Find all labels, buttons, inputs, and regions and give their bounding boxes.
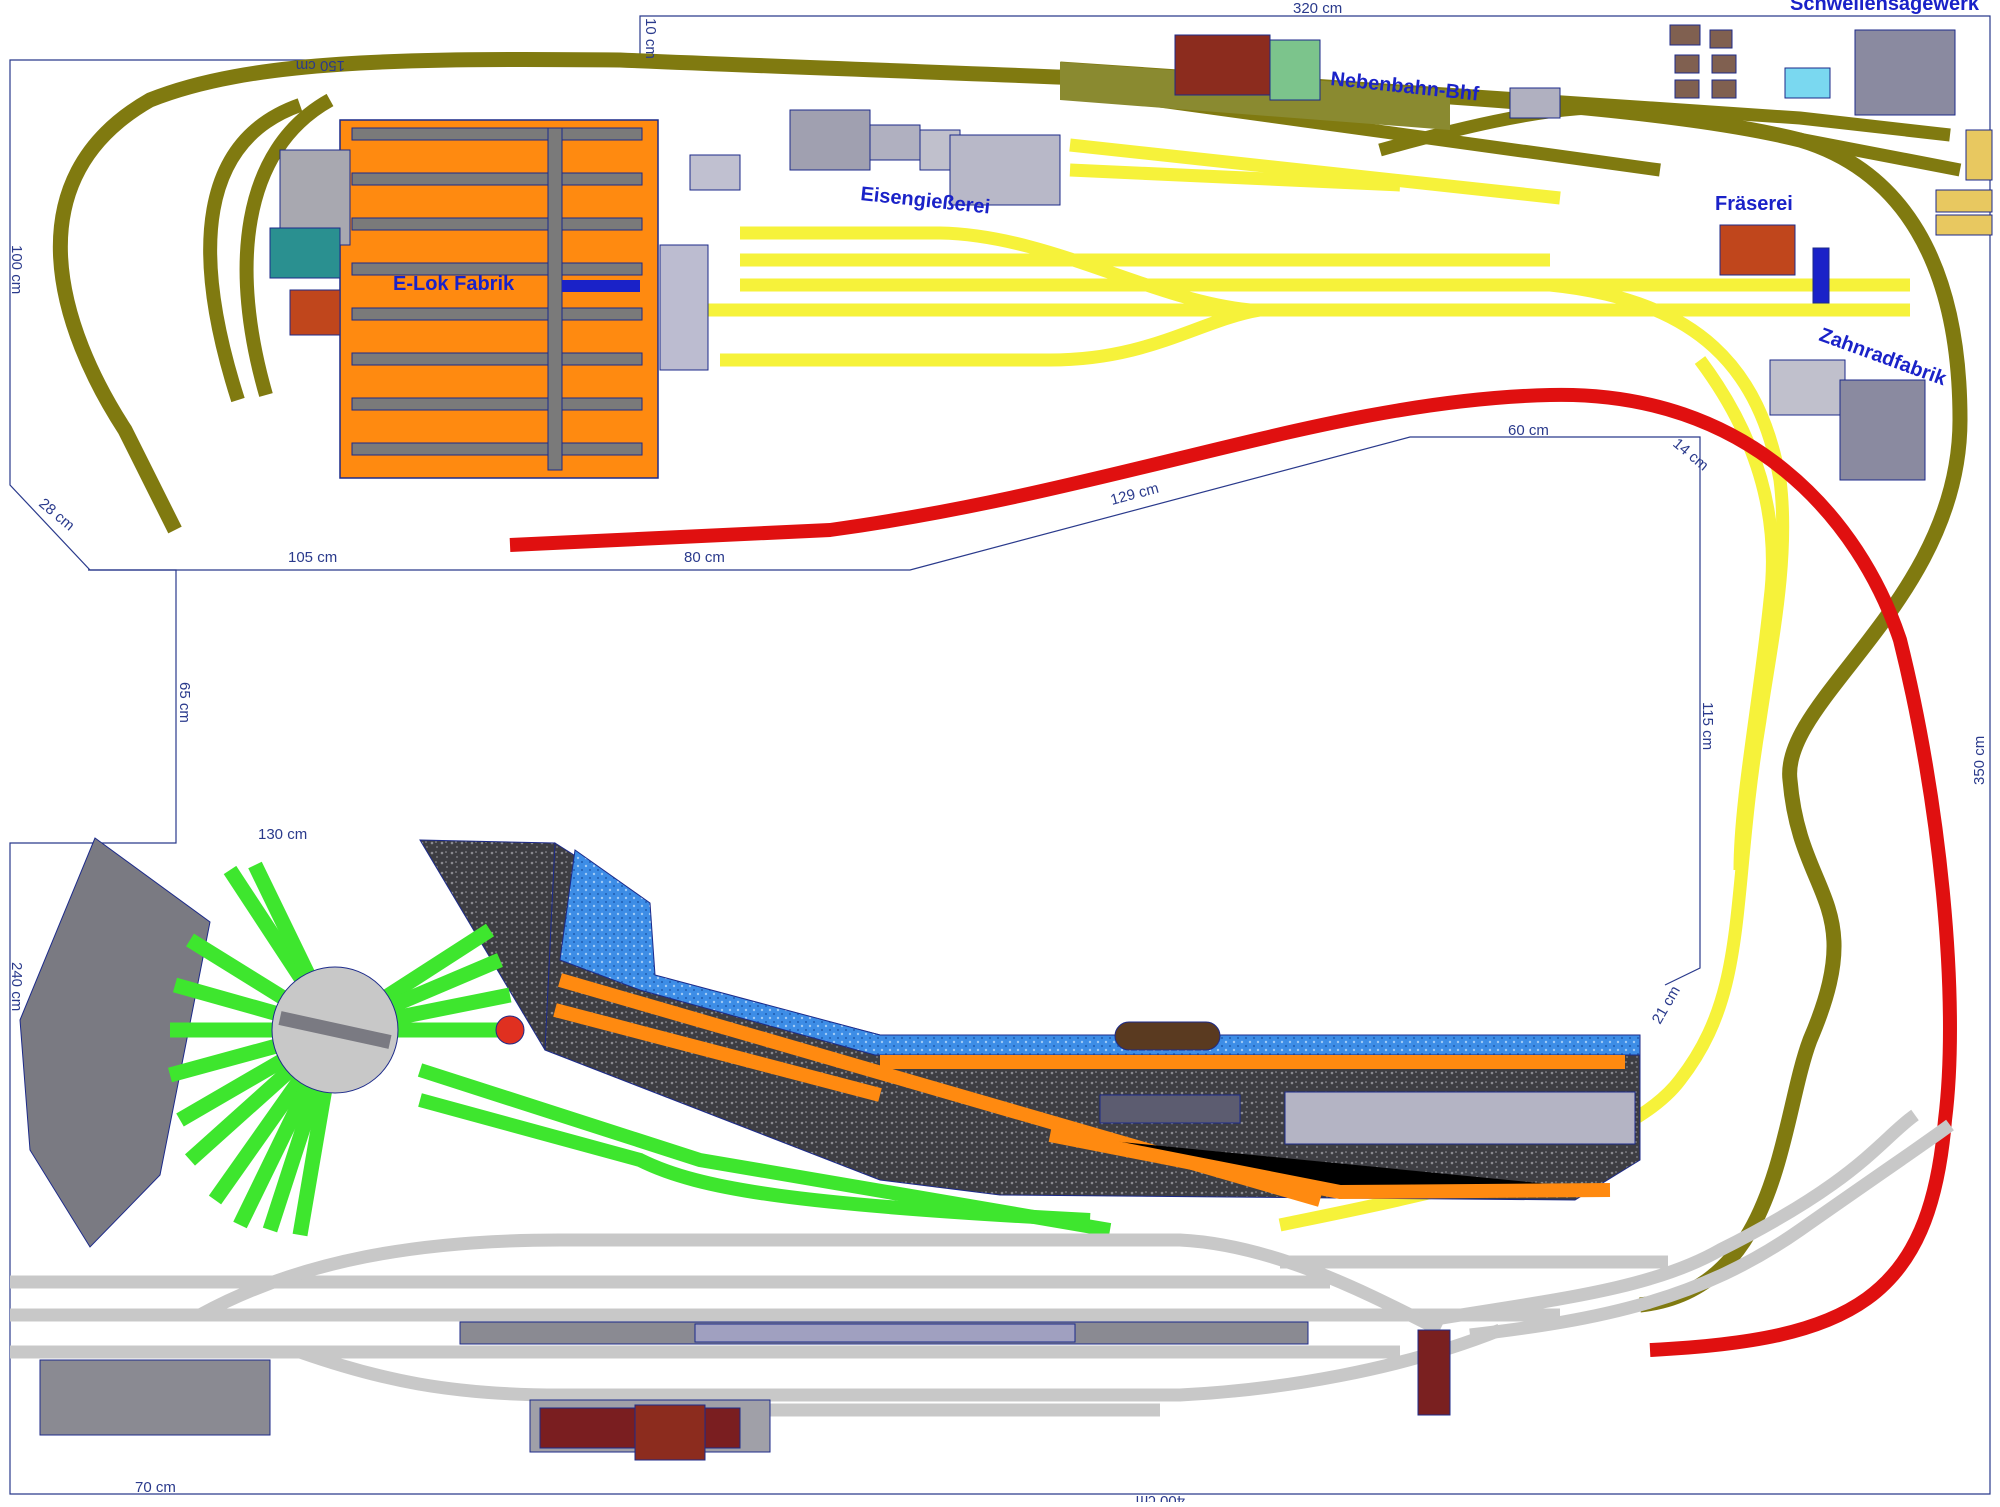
dim-65: 65 cm bbox=[176, 682, 193, 723]
olive-station-track-3 bbox=[1378, 101, 1962, 177]
grey-track-4 bbox=[196, 1233, 1443, 1336]
eisengiesserei-buildings bbox=[689, 109, 1061, 206]
dim-21: 21 cm bbox=[1649, 983, 1684, 1027]
dim-130: 130 cm bbox=[258, 826, 307, 843]
dim-400: 400 cm bbox=[1136, 1492, 1185, 1502]
roundhouse bbox=[19, 837, 1112, 1248]
dim-10: 10 cm bbox=[642, 18, 659, 59]
harbour-area bbox=[419, 839, 1641, 1207]
dim-80: 80 cm bbox=[684, 549, 725, 566]
nebenbahn-buildings bbox=[1174, 34, 1561, 119]
dim-14: 14 cm bbox=[1669, 435, 1711, 474]
dim-129: 129 cm bbox=[1109, 480, 1161, 509]
dim-60: 60 cm bbox=[1508, 422, 1549, 439]
yellow-track-upper-1 bbox=[1069, 138, 1561, 205]
dim-350: 350 cm bbox=[1971, 736, 1988, 785]
yellow-track-upper-2 bbox=[1069, 163, 1401, 192]
dim-320: 320 cm bbox=[1293, 0, 1342, 17]
elok-fabrik-building bbox=[269, 119, 709, 479]
red-track bbox=[509, 387, 1957, 1357]
dim-100: 100 cm bbox=[8, 245, 25, 294]
dim-28: 28 cm bbox=[35, 495, 77, 534]
fraeserei-buildings bbox=[1719, 224, 1830, 304]
olive-spur-1 bbox=[203, 98, 303, 403]
grey-track-8 bbox=[1469, 1119, 1954, 1342]
olive-yard-block bbox=[1060, 62, 1450, 130]
label-elok: E-Lok Fabrik bbox=[393, 273, 515, 295]
dim-150: 150 cm bbox=[296, 57, 345, 74]
dim-240: 240 cm bbox=[8, 962, 25, 1011]
grey-station bbox=[10, 1109, 1954, 1417]
dim-70: 70 cm bbox=[135, 1479, 176, 1496]
grey-track-7 bbox=[1428, 1109, 1919, 1327]
schwellensagewerk-buildings bbox=[1669, 24, 1993, 236]
yellow-track-5 bbox=[720, 303, 1262, 367]
grey-station-buildings bbox=[39, 1321, 1451, 1461]
dim-105: 105 cm bbox=[288, 549, 337, 566]
olive-spur-2 bbox=[239, 93, 334, 397]
label-schwellensagewerk: Schwellensagewerk bbox=[1790, 0, 1980, 15]
baseboard-outline bbox=[9, 15, 1991, 1495]
label-fraeserei: Fräserei bbox=[1715, 193, 1793, 215]
dim-115: 115 cm bbox=[1699, 702, 1716, 750]
zahnradfabrik-buildings bbox=[1769, 359, 1926, 481]
yellow-track-group bbox=[700, 138, 1910, 1232]
grey-track-5 bbox=[297, 1323, 1503, 1402]
